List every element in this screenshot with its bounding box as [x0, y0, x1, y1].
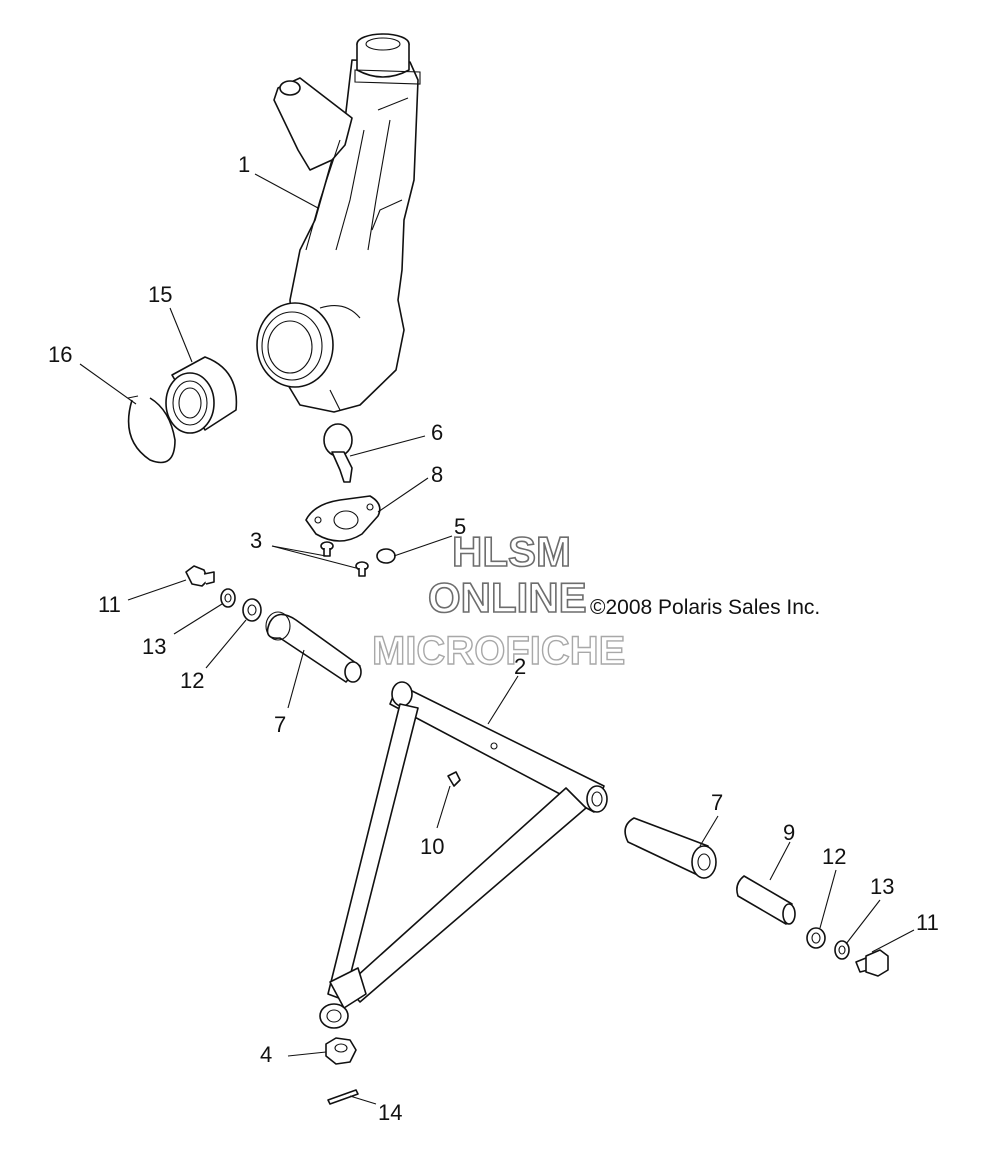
callout-12-right: 12 [822, 844, 846, 869]
part-sleeve [736, 875, 796, 925]
part-grease-fitting [447, 771, 461, 787]
part-washer-left [242, 598, 262, 622]
callout-5: 5 [454, 514, 466, 539]
callout-numbers: 1 15 16 6 8 3 5 11 13 12 7 2 10 7 9 12 1… [48, 152, 939, 1125]
callout-13-left: 13 [142, 634, 166, 659]
part-snap-ring [127, 395, 176, 464]
part-lock-washer-left [220, 588, 236, 608]
callout-13-right: 13 [870, 874, 894, 899]
callout-9: 9 [783, 820, 795, 845]
part-cotter-pin [327, 1089, 359, 1105]
part-wheel-bearing [165, 356, 238, 434]
part-washer-right [806, 927, 826, 949]
callout-11-right: 11 [916, 910, 939, 935]
callout-16: 16 [48, 342, 72, 367]
leader-lines [79, 173, 915, 1105]
part-bolt-left [185, 565, 215, 587]
part-nut [325, 1037, 357, 1065]
watermark-line-2: ONLINE [428, 574, 587, 621]
callout-3: 3 [250, 528, 262, 553]
copyright-text: ©2008 Polaris Sales Inc. [590, 596, 820, 619]
part-ball-joint [323, 423, 353, 483]
callout-14: 14 [378, 1100, 402, 1125]
callout-8: 8 [431, 462, 443, 487]
watermark-line-3: MICROFICHE [372, 629, 625, 673]
watermark: HLSM ONLINE MICROFICHE [371, 527, 626, 674]
part-lock-washer-right [834, 940, 850, 960]
part-bushing-left [265, 611, 362, 683]
callout-7-left: 7 [274, 712, 286, 737]
part-a-arm [319, 681, 608, 1029]
callout-15: 15 [148, 282, 172, 307]
part-plug [376, 548, 396, 564]
callout-11-left: 11 [98, 592, 121, 617]
part-retainer-plate [305, 495, 381, 542]
part-bushing-right [624, 817, 717, 879]
part-screws [320, 541, 369, 577]
callout-10: 10 [420, 834, 444, 859]
callout-4: 4 [260, 1042, 272, 1067]
callout-7-right: 7 [711, 790, 723, 815]
callout-2: 2 [514, 654, 526, 679]
part-steering-knuckle [256, 33, 421, 413]
callout-6: 6 [431, 420, 443, 445]
callout-12-left: 12 [180, 668, 204, 693]
callout-1: 1 [238, 152, 250, 177]
part-bolt-right [855, 949, 889, 977]
watermark-line-1: HLSM [452, 528, 571, 575]
